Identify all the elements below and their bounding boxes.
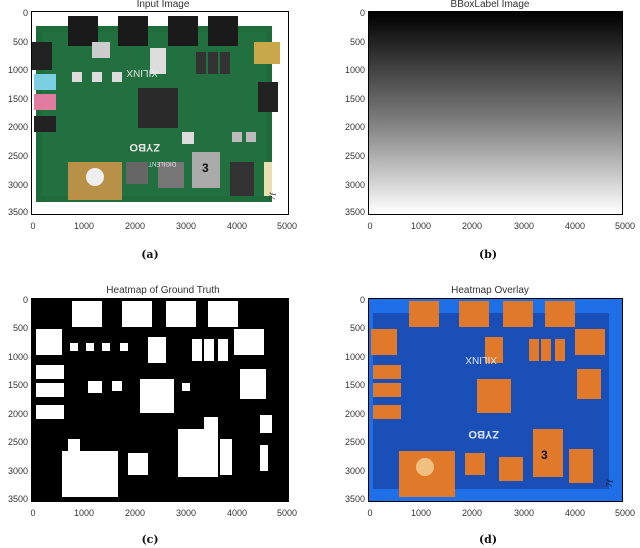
panel-b-title: BBoxLabel Image bbox=[450, 0, 530, 10]
x-tick: 0 bbox=[30, 508, 36, 518]
y-tick: 1500 bbox=[344, 380, 365, 390]
y-tick: 3000 bbox=[344, 466, 365, 476]
y-tick: 0 bbox=[22, 295, 28, 305]
panel-a-title: Input Image bbox=[136, 0, 190, 10]
y-tick: 500 bbox=[349, 323, 365, 333]
y-tick: 2500 bbox=[344, 437, 365, 447]
board-label-7f: 7f bbox=[267, 192, 278, 201]
x-tick: 2000 bbox=[124, 508, 146, 518]
x-tick: 2000 bbox=[461, 221, 483, 231]
audio-jack-pink bbox=[34, 94, 56, 110]
panel-d-plot: XILINX ZYBO 3 7f bbox=[368, 298, 623, 502]
y-tick: 1000 bbox=[7, 65, 28, 75]
fpga-chip bbox=[138, 88, 178, 128]
y-tick: 3000 bbox=[344, 180, 365, 190]
y-tick: 0 bbox=[22, 8, 28, 18]
panel-d-title: Heatmap Overlay bbox=[451, 285, 529, 296]
y-tick: 1000 bbox=[344, 65, 365, 75]
x-tick: 1000 bbox=[410, 221, 432, 231]
x-tick: 4000 bbox=[226, 221, 248, 231]
y-tick: 3500 bbox=[7, 494, 28, 504]
x-tick: 0 bbox=[30, 221, 36, 231]
x-tick: 0 bbox=[367, 508, 373, 518]
x-tick: 5000 bbox=[276, 508, 298, 518]
y-tick: 500 bbox=[12, 323, 28, 333]
panel-a-caption: (a) bbox=[141, 248, 159, 261]
x-tick: 2000 bbox=[461, 508, 483, 518]
y-tick: 0 bbox=[359, 295, 365, 305]
x-tick: 5000 bbox=[276, 221, 298, 231]
x-tick: 1000 bbox=[410, 508, 432, 518]
panel-a-plot: XILINX ZYBO DIGILENT 3 7f bbox=[31, 11, 289, 215]
panel-b-caption: (b) bbox=[478, 248, 498, 261]
x-tick: 5000 bbox=[614, 221, 636, 231]
pmod-connector-4 bbox=[208, 16, 238, 46]
y-tick: 1500 bbox=[344, 94, 365, 104]
y-tick: 0 bbox=[359, 8, 365, 18]
y-tick: 2000 bbox=[344, 409, 365, 419]
y-tick: 1500 bbox=[7, 94, 28, 104]
y-tick: 2500 bbox=[344, 151, 365, 161]
pmod-connector-2 bbox=[118, 16, 148, 46]
y-tick: 500 bbox=[349, 37, 365, 47]
board-label-xilinx: XILINX bbox=[126, 67, 158, 78]
y-tick: 500 bbox=[12, 37, 28, 47]
pmod-connector-3 bbox=[168, 16, 198, 46]
y-tick: 3500 bbox=[7, 207, 28, 217]
board-label-zybo: ZYBO bbox=[129, 141, 160, 153]
ground-truth-mask bbox=[36, 301, 272, 497]
y-tick: 3000 bbox=[7, 466, 28, 476]
y-tick: 2000 bbox=[344, 122, 365, 132]
x-tick: 1000 bbox=[73, 221, 95, 231]
x-tick: 3000 bbox=[175, 508, 197, 518]
y-tick: 3000 bbox=[7, 180, 28, 190]
x-tick: 1000 bbox=[73, 508, 95, 518]
x-tick: 3000 bbox=[513, 221, 535, 231]
y-tick: 1000 bbox=[7, 352, 28, 362]
board-label-3: 3 bbox=[202, 161, 209, 175]
x-tick: 4000 bbox=[226, 508, 248, 518]
x-tick: 4000 bbox=[564, 508, 586, 518]
hdmi-port bbox=[158, 162, 184, 188]
panel-c-title: Heatmap of Ground Truth bbox=[106, 285, 220, 296]
y-tick: 2500 bbox=[7, 437, 28, 447]
ethernet-jack bbox=[192, 152, 220, 188]
panel-d-caption: (d) bbox=[478, 533, 498, 546]
y-tick: 2000 bbox=[7, 409, 28, 419]
x-tick: 3000 bbox=[175, 221, 197, 231]
board-photo: XILINX ZYBO DIGILENT 3 7f bbox=[32, 16, 280, 202]
heatmap-overlay: XILINX ZYBO 3 7f bbox=[371, 301, 615, 497]
x-tick: 0 bbox=[367, 221, 373, 231]
x-tick: 5000 bbox=[614, 508, 636, 518]
y-tick: 1000 bbox=[344, 352, 365, 362]
overlay-label-xilinx: XILINX bbox=[465, 354, 497, 365]
pmod-connector-1 bbox=[68, 16, 98, 46]
y-tick: 3500 bbox=[344, 207, 365, 217]
x-tick: 2000 bbox=[124, 221, 146, 231]
panel-b-plot bbox=[368, 11, 623, 215]
audio-jack-blue bbox=[34, 74, 56, 90]
y-tick: 3500 bbox=[344, 494, 365, 504]
board-label-digilent: DIGILENT bbox=[148, 160, 176, 166]
panel-c-caption: (c) bbox=[141, 533, 159, 546]
panel-c-plot bbox=[31, 298, 289, 502]
overlay-label-3: 3 bbox=[541, 448, 548, 462]
y-tick: 2500 bbox=[7, 151, 28, 161]
overlay-label-7f: 7f bbox=[604, 479, 615, 488]
overlay-label-zybo: ZYBO bbox=[468, 428, 499, 440]
y-tick: 1500 bbox=[7, 380, 28, 390]
y-tick: 2000 bbox=[7, 122, 28, 132]
x-tick: 3000 bbox=[513, 508, 535, 518]
x-tick: 4000 bbox=[564, 221, 586, 231]
